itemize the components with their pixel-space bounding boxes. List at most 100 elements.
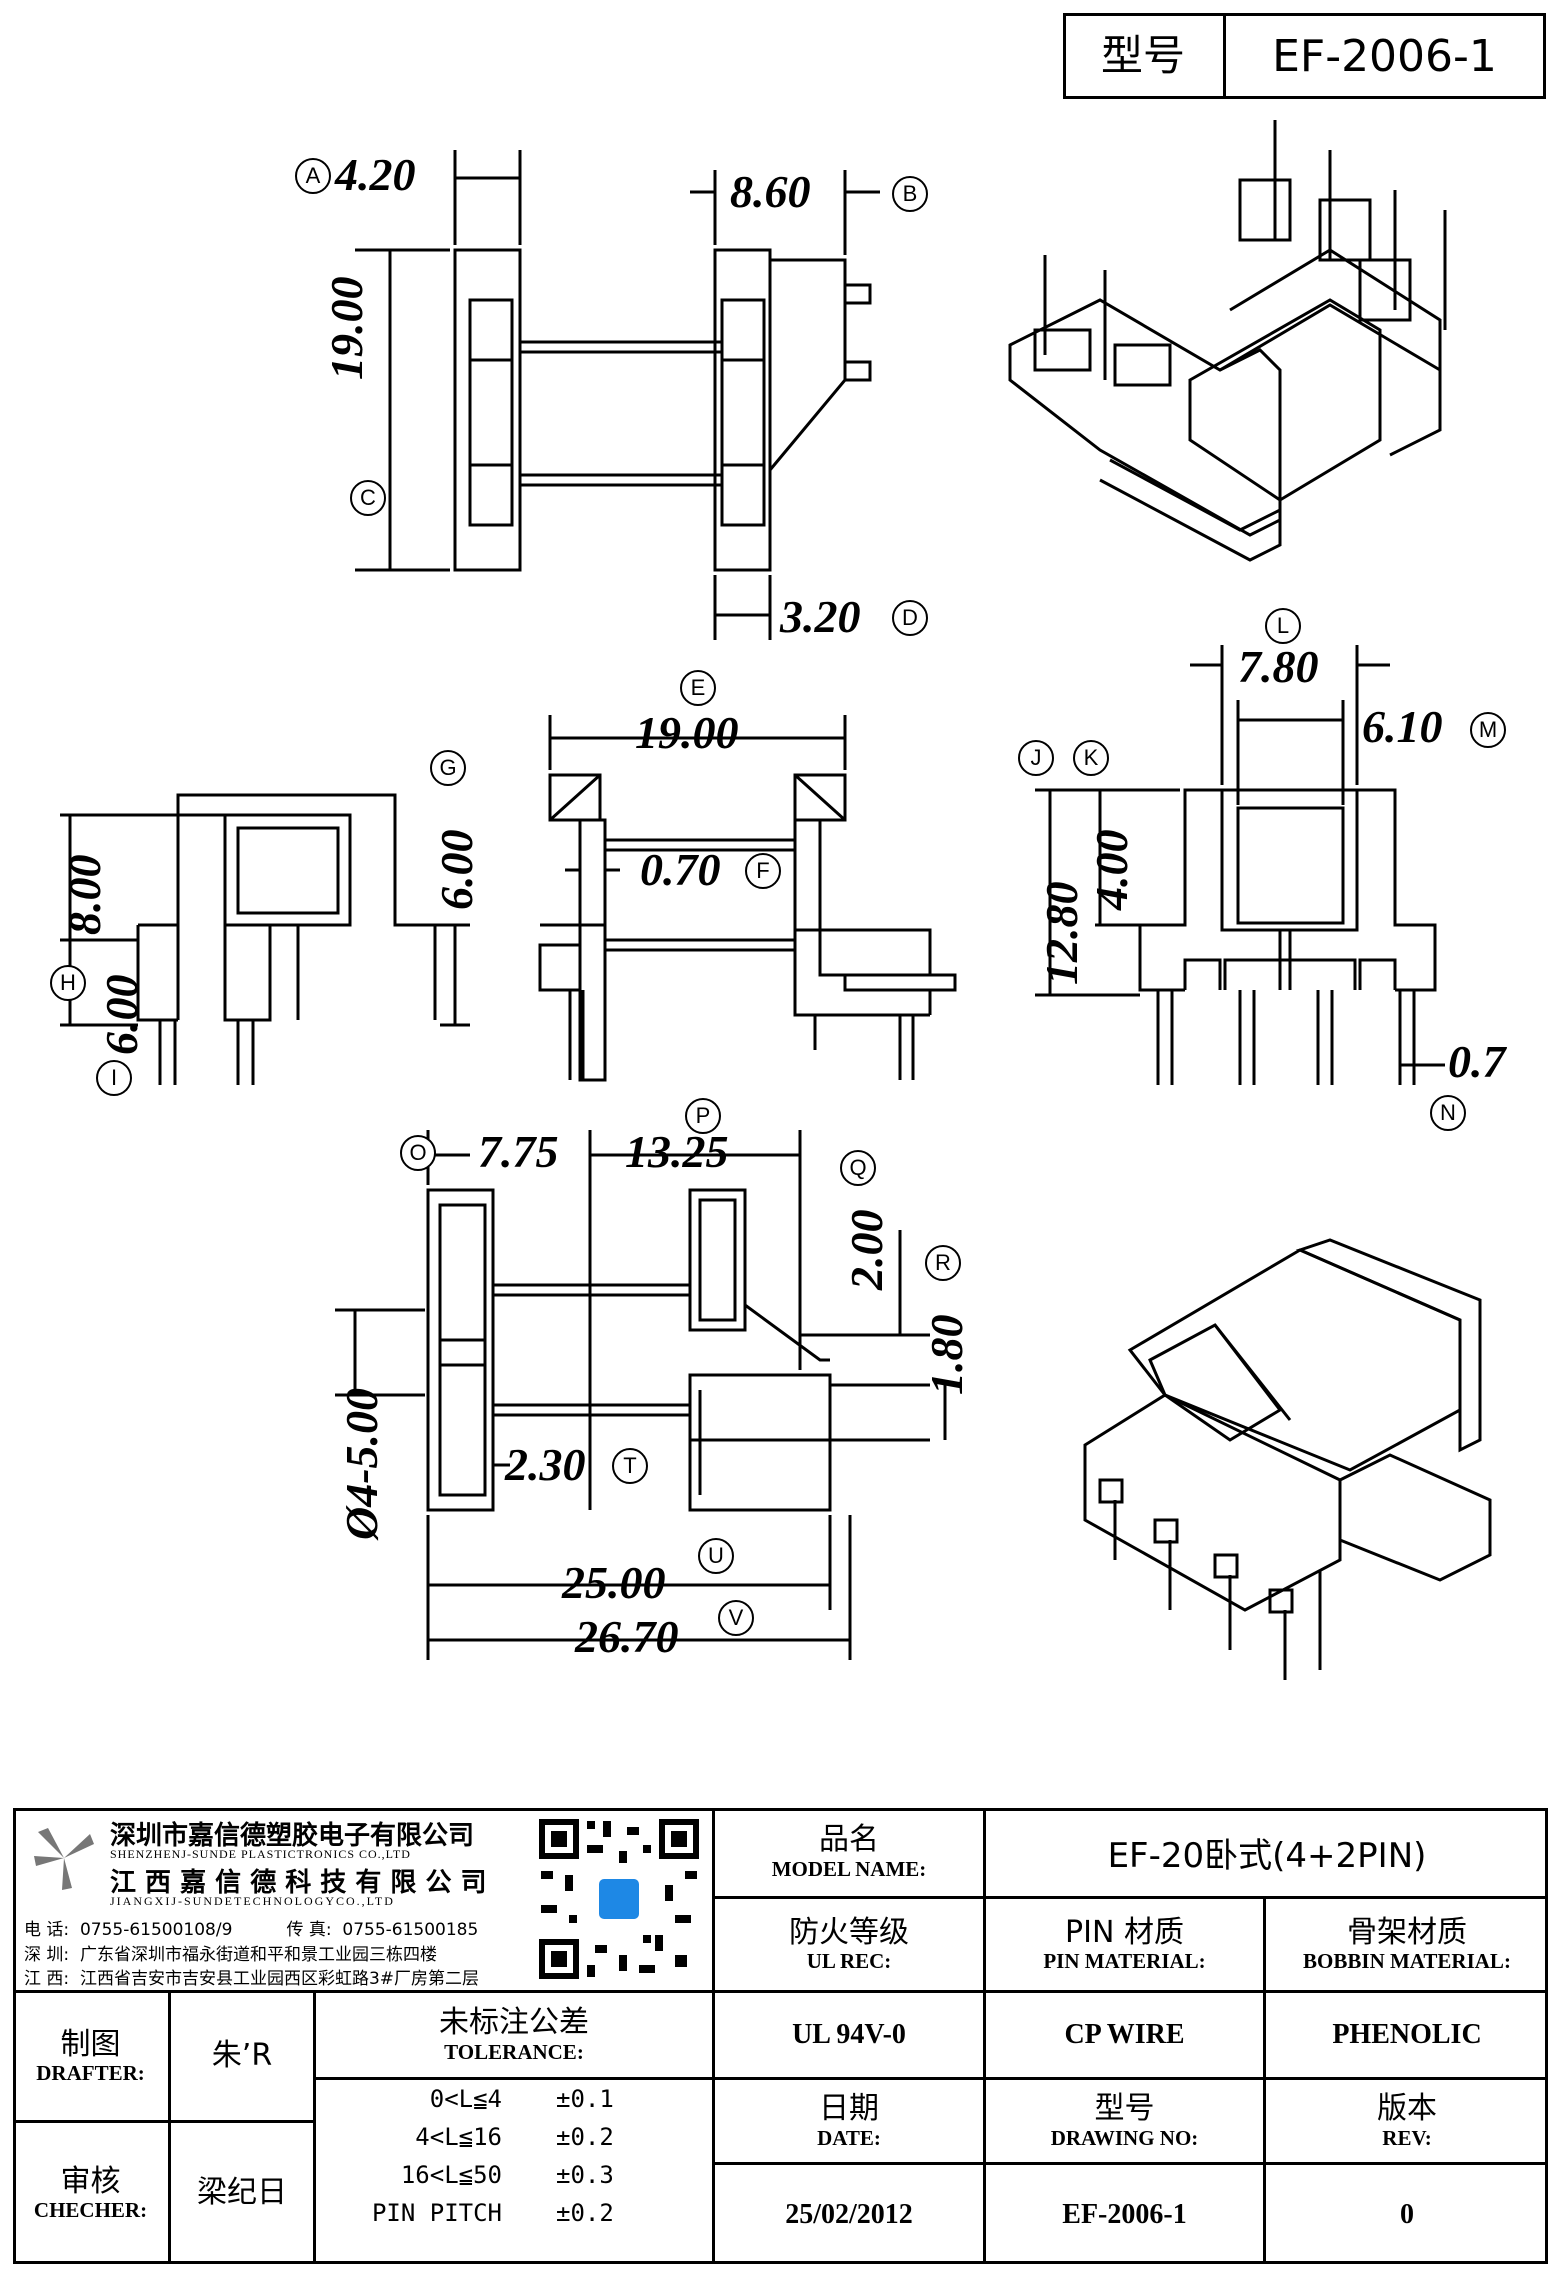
dim-circle-f: F xyxy=(745,853,781,889)
dim-circle-c: C xyxy=(350,480,386,516)
drawno-value: EF-2006-1 xyxy=(1062,2198,1187,2230)
rev-zh: 版本 xyxy=(1377,2091,1437,2127)
tolerance-range: PIN PITCH xyxy=(371,2199,502,2227)
tolerance-range: 0<L≦4 xyxy=(429,2085,502,2113)
title-label: 型号 xyxy=(1100,30,1185,80)
dim-circle-g: G xyxy=(430,750,466,786)
title-block xyxy=(13,1808,1548,2264)
side-view-middle xyxy=(538,715,957,1082)
dim-n-value: 0.7 xyxy=(1448,1036,1506,1087)
model-name-en: MODEL NAME: xyxy=(771,1856,927,1881)
dim-circle-e: E xyxy=(680,670,716,706)
dim-circle-v: V xyxy=(718,1600,754,1636)
dim-circle-a: A xyxy=(295,158,331,194)
dim-i-value: 6.00 xyxy=(96,974,147,1056)
technical-drawing xyxy=(60,120,1492,1680)
dim-g-value: 6.00 xyxy=(431,829,482,911)
dim-b-value: 8.60 xyxy=(730,166,811,217)
isometric-view-top xyxy=(1008,120,1447,562)
dim-f-value: 0.70 xyxy=(640,844,721,895)
pin-value: CP WIRE xyxy=(1064,2019,1185,2050)
front-view-left xyxy=(60,793,470,1085)
tolerance-zh: 未标注公差 xyxy=(439,2005,589,2041)
isometric-view-bottom xyxy=(1083,1238,1492,1680)
dim-circle-l: L xyxy=(1265,608,1301,644)
rev-value: 0 xyxy=(1400,2198,1414,2230)
company-name-jx: 江 西 嘉 信 德 科 技 有 限 公 司 xyxy=(110,1868,487,1898)
front-view-right xyxy=(1035,645,1445,1085)
dim-circle-q: Q xyxy=(840,1150,876,1186)
model-name-zh: 品名 xyxy=(819,1822,879,1858)
dim-u-value: 25.00 xyxy=(562,1557,666,1608)
date-en: DATE: xyxy=(817,2125,881,2150)
company-name-sz-en: SHENZHENJ-SUNDE PLASTICTRONICS CO.,LTD xyxy=(110,1847,411,1861)
date-zh: 日期 xyxy=(819,2091,879,2127)
dim-circle-i: I xyxy=(96,1060,132,1096)
dim-circle-o: O xyxy=(400,1135,436,1171)
grid-h-1 xyxy=(712,1896,1548,1899)
dim-circle-j: J xyxy=(1018,740,1054,776)
dim-h-value: 8.00 xyxy=(59,854,110,936)
side-view-top xyxy=(355,150,880,640)
tolerance-en: TOLERANCE: xyxy=(444,2039,584,2064)
dim-circle-p: P xyxy=(685,1098,721,1134)
rev-header: 版本 REV: xyxy=(1266,2080,1548,2162)
grid-v-5 xyxy=(313,1990,316,2264)
dim-p-value: 13.25 xyxy=(625,1126,729,1177)
pin-zh: PIN 材质 xyxy=(1065,1914,1184,1950)
drafter-value: 朱’R xyxy=(211,2038,273,2074)
tolerance-value: ±0.2 xyxy=(556,2123,614,2151)
tolerance-row: PIN PITCH ±0.2 xyxy=(316,2199,712,2237)
qr-code xyxy=(535,1815,703,1983)
tolerance-value: ±0.2 xyxy=(556,2199,614,2227)
grid-h-6 xyxy=(313,2077,713,2080)
tolerance-range: 16<L≦50 xyxy=(400,2161,502,2189)
company-addr-jx: 江 西: 江西省吉安市吉安县工业园西区彩虹路3#厂房第二层 xyxy=(24,1969,479,1989)
tolerance-value: ±0.1 xyxy=(556,2085,614,2113)
pin-header: PIN 材质 PIN MATERIAL: xyxy=(986,1899,1263,1990)
dim-v-value: 26.70 xyxy=(575,1611,679,1662)
title-value: EF-2006-1 xyxy=(1272,30,1497,82)
drafter-zh: 制图 xyxy=(60,2026,121,2062)
drafter-header: 制图 DRAFTER: xyxy=(13,1993,168,2120)
dim-circle-u: U xyxy=(698,1538,734,1574)
dim-s-value: Ø4-5.00 xyxy=(336,1387,387,1540)
date-header: 日期 DATE: xyxy=(715,2080,983,2162)
checker-value: 梁纪日 xyxy=(197,2175,287,2211)
dim-t-value: 2.30 xyxy=(505,1439,586,1490)
pin-en: PIN MATERIAL: xyxy=(1043,1949,1206,1974)
grid-v-3 xyxy=(1263,1896,1266,2264)
title-box xyxy=(1063,13,1546,99)
checker-zh: 审核 xyxy=(60,2163,121,2199)
title-divider xyxy=(1223,13,1226,99)
dim-j-value: 12.80 xyxy=(1036,881,1087,986)
dim-d-value: 3.20 xyxy=(780,591,861,642)
bobbin-en: BOBBIN MATERIAL: xyxy=(1303,1949,1511,1974)
tolerance-row: 16<L≦50 ±0.3 xyxy=(316,2161,712,2199)
company-logo xyxy=(28,1822,100,1894)
dim-a-value: 4.20 xyxy=(335,149,416,200)
drafter-en: DRAFTER: xyxy=(36,2061,145,2086)
grid-v-1 xyxy=(712,1808,715,2264)
dim-circle-d: D xyxy=(892,600,928,636)
dim-e-value: 19.00 xyxy=(635,707,739,758)
model-name-value: EF-20卧式(4+2PIN) xyxy=(1107,1835,1427,1876)
tolerance-header: 未标注公差 TOLERANCE: xyxy=(316,1993,712,2077)
dim-circle-k: K xyxy=(1073,740,1109,776)
bobbin-zh: 骨架材质 xyxy=(1347,1914,1467,1950)
dim-circle-b: B xyxy=(892,176,928,212)
dim-o-value: 7.75 xyxy=(478,1126,559,1177)
model-name-header: 品名 MODEL NAME: xyxy=(715,1808,983,1896)
bottom-view xyxy=(335,1130,947,1660)
grid-v-2 xyxy=(983,1808,986,2264)
ul-en: UL REC: xyxy=(806,1949,892,1974)
grid-h-3 xyxy=(712,2077,1548,2080)
dim-q-value: 2.00 xyxy=(841,1209,892,1291)
grid-h-4 xyxy=(712,2162,1548,2165)
company-addr-sz: 深 圳: 广东省深圳市福永街道和平和景工业园三栋四楼 xyxy=(24,1945,437,1965)
grid-v-4 xyxy=(168,1990,171,2264)
dim-m-value: 6.10 xyxy=(1362,701,1443,752)
bobbin-value: PHENOLIC xyxy=(1332,2019,1482,2050)
grid-h-5 xyxy=(13,2120,313,2123)
ul-value: UL 94V-0 xyxy=(792,2019,906,2050)
